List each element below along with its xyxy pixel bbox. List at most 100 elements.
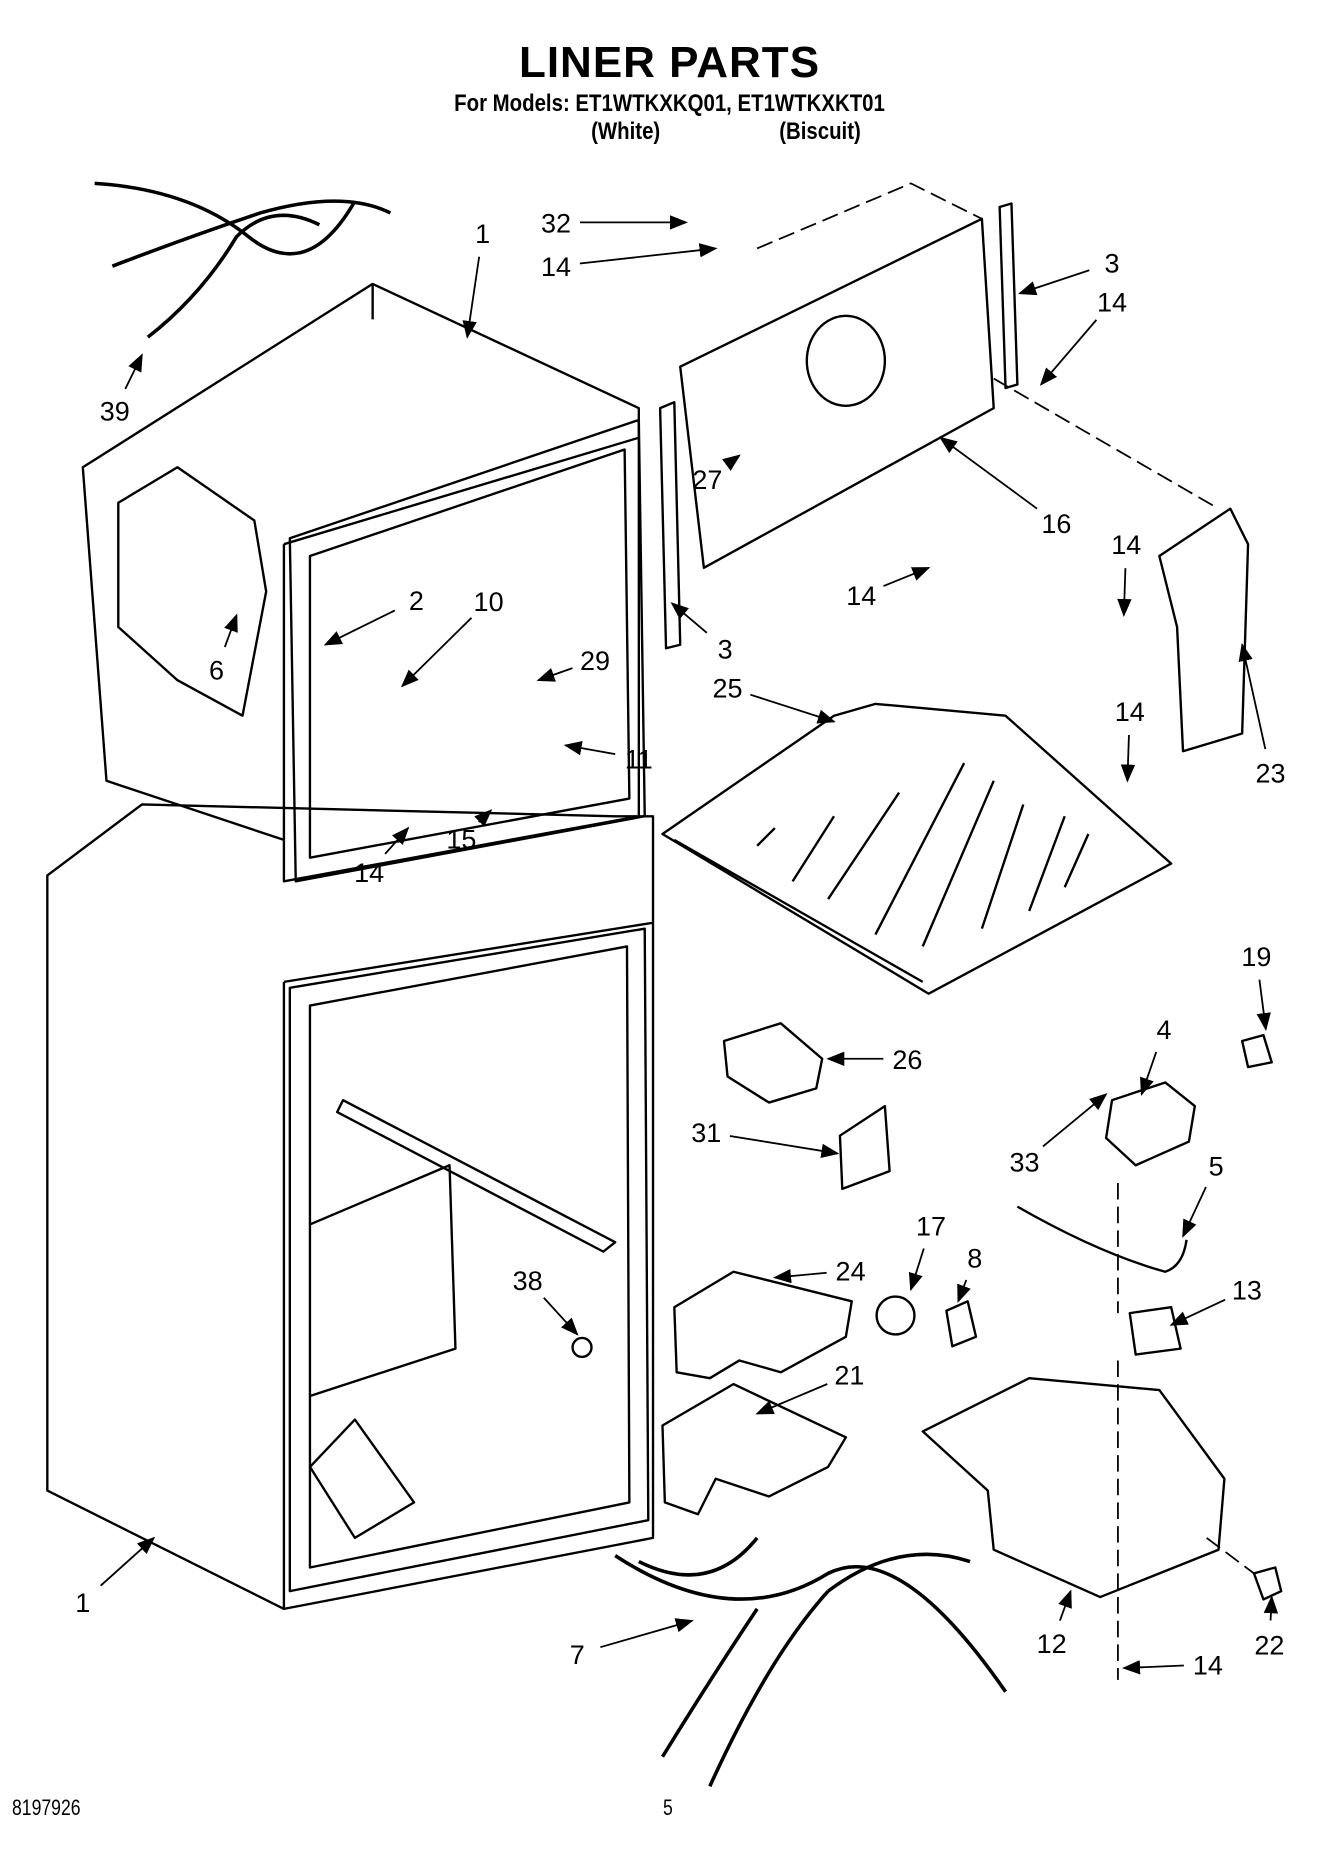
callout-arrow xyxy=(462,256,481,339)
fresh-food-inner-wall xyxy=(308,1164,457,1540)
callout-label: 13 xyxy=(1232,1275,1262,1305)
callout-arrow xyxy=(670,602,708,634)
lamp-housing xyxy=(921,1377,1226,1599)
callout-label: 14 xyxy=(1193,1650,1223,1680)
callout-arrow xyxy=(400,617,473,688)
callout-label: 8 xyxy=(967,1244,982,1274)
freezer-liner xyxy=(81,282,641,883)
callout-arrow xyxy=(100,1536,156,1587)
callout-arrow xyxy=(563,741,616,756)
callout-label: 14 xyxy=(1115,697,1145,727)
callout-arrow xyxy=(323,609,396,646)
callout-label: 29 xyxy=(580,646,610,676)
callout-label: 14 xyxy=(354,858,384,888)
callout-label: 5 xyxy=(1209,1151,1224,1181)
callout-label: 22 xyxy=(1254,1630,1284,1660)
plug-38 xyxy=(571,1336,593,1359)
callout-label: 23 xyxy=(1256,758,1286,788)
callout-arrow xyxy=(1169,1298,1226,1326)
page-title: LINER PARTS xyxy=(518,38,821,87)
document-number: 8197926 xyxy=(12,1795,81,1820)
callout-label: 16 xyxy=(1041,509,1071,539)
variant-white: (White) xyxy=(591,118,661,145)
callout-arrow xyxy=(536,667,573,682)
callout-label: 14 xyxy=(1097,288,1127,318)
callout-label: 17 xyxy=(916,1212,946,1242)
callout-label: 33 xyxy=(1009,1148,1039,1178)
callout-label: 12 xyxy=(1037,1629,1067,1659)
callout-arrow xyxy=(1042,1093,1108,1148)
callout-label: 25 xyxy=(713,673,743,703)
model-numbers: For Models: ET1WTKXKQ01, ET1WTKXKT01 xyxy=(454,90,885,117)
callout-arrow xyxy=(1140,1051,1158,1096)
rear-panel xyxy=(679,217,995,570)
callout-label: 15 xyxy=(446,825,476,855)
callout-arrow xyxy=(474,809,493,827)
part-19 xyxy=(1240,1033,1273,1069)
callout-arrow xyxy=(729,1135,840,1158)
callout-label: 4 xyxy=(1157,1015,1172,1045)
shelf-ribs xyxy=(756,762,1090,947)
callout-arrow xyxy=(908,1248,925,1292)
fresh-food-opening xyxy=(288,927,650,1593)
control-board-4 xyxy=(1104,1081,1197,1167)
callout-arrow xyxy=(1256,979,1271,1031)
callout-label: 14 xyxy=(1111,530,1141,560)
callout-arrow xyxy=(750,693,836,724)
callout-arrow xyxy=(1238,642,1267,750)
callout-arrow xyxy=(957,1279,971,1303)
callout-label: 10 xyxy=(474,587,504,617)
callout-arrow xyxy=(722,454,741,471)
callout-label: 11 xyxy=(625,744,653,774)
callout-label: 3 xyxy=(1105,249,1120,279)
tube-5 xyxy=(1016,1205,1188,1273)
callout-label: 32 xyxy=(541,208,571,238)
shelf xyxy=(661,702,1173,995)
callout-label: 21 xyxy=(834,1361,864,1391)
guide-lines xyxy=(756,182,1255,1680)
liner-gasket-strip xyxy=(658,202,1019,650)
socket-8 xyxy=(945,1300,978,1348)
callout-label: 24 xyxy=(836,1257,866,1287)
callout-arrow xyxy=(384,826,410,855)
callout-arrow xyxy=(1018,269,1090,296)
callout-arrow xyxy=(1058,1589,1072,1621)
callout-label: 27 xyxy=(692,465,722,495)
vent-cover xyxy=(1158,507,1250,753)
wire-harness-39 xyxy=(94,181,392,339)
damper-26 xyxy=(722,1022,824,1104)
callout-arrow xyxy=(124,353,143,390)
variant-biscuit: (Biscuit) xyxy=(779,118,861,145)
callout-arrow xyxy=(773,1268,827,1284)
callout-arrows xyxy=(100,215,1279,1675)
callout-arrow xyxy=(939,436,1038,510)
callout-arrow xyxy=(579,243,718,265)
bracket-31 xyxy=(838,1104,891,1191)
callout-arrow xyxy=(755,1383,828,1415)
light-bulb-17 xyxy=(875,1295,916,1336)
knob-22 xyxy=(1252,1566,1283,1601)
callout-arrow xyxy=(883,567,931,587)
callout-arrow xyxy=(1263,1595,1279,1621)
callout-label: 1 xyxy=(475,219,490,249)
callout-arrow xyxy=(1122,1660,1184,1675)
callout-label: 39 xyxy=(100,397,130,427)
freezer-liner-rear-plate xyxy=(117,466,268,717)
callout-label: 1 xyxy=(75,1588,90,1618)
callout-label: 2 xyxy=(409,586,424,616)
callout-arrow xyxy=(1117,568,1132,617)
callout-label: 14 xyxy=(541,252,571,282)
thermostat-13 xyxy=(1128,1306,1182,1356)
callout-label: 6 xyxy=(209,656,224,686)
page-number: 5 xyxy=(663,1795,673,1820)
callout-label: 31 xyxy=(691,1118,721,1148)
callout-arrow xyxy=(543,1297,579,1336)
crisper-shelf-support xyxy=(335,1099,617,1253)
callout-label: 3 xyxy=(718,634,733,664)
callout-arrow xyxy=(1039,319,1098,386)
callout-label: 19 xyxy=(1241,942,1271,972)
air-duct-24 xyxy=(673,1270,853,1380)
fresh-food-liner xyxy=(46,803,655,1611)
